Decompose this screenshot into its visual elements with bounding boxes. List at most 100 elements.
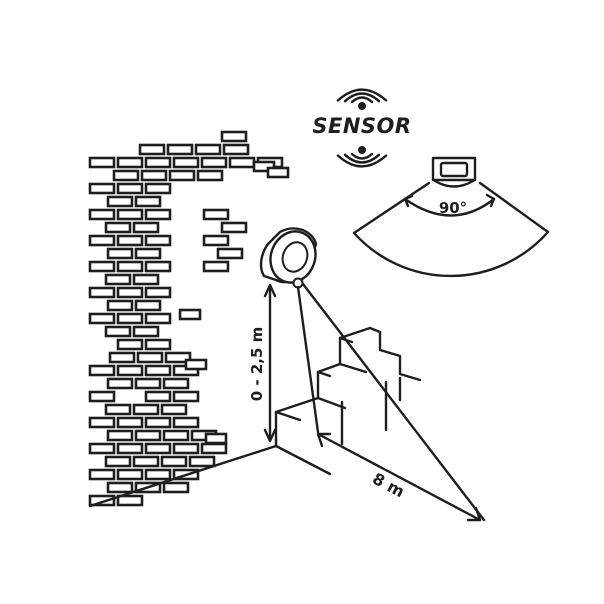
floor-corner-line — [88, 444, 332, 508]
wave-top-1 — [350, 96, 374, 104]
brick — [88, 312, 116, 325]
brick — [106, 299, 134, 312]
brick — [200, 442, 228, 455]
brick — [188, 455, 216, 468]
brick — [202, 234, 230, 247]
brick — [104, 273, 132, 286]
brick — [134, 299, 162, 312]
brick — [132, 455, 160, 468]
brick — [228, 156, 256, 169]
distance-arrow-end — [466, 506, 482, 522]
brick — [132, 273, 160, 286]
distance-label: 8 m — [369, 469, 407, 501]
brick — [88, 156, 116, 169]
brick — [106, 429, 134, 442]
height-arrow-top — [263, 283, 277, 298]
brick — [106, 195, 134, 208]
wave-bottom-1 — [350, 152, 374, 160]
signal-waves-icon — [336, 88, 388, 168]
brick — [116, 416, 144, 429]
brick — [162, 481, 190, 494]
brick — [160, 403, 188, 416]
brick — [116, 156, 144, 169]
angle-label: 90° — [439, 199, 467, 217]
brick-wall — [88, 130, 290, 507]
brick — [140, 169, 168, 182]
brick — [116, 182, 144, 195]
brick — [220, 221, 248, 234]
brick — [134, 429, 162, 442]
brick — [162, 377, 190, 390]
brick — [88, 208, 116, 221]
brick — [134, 247, 162, 260]
height-label: 0 - 2,5 m — [248, 327, 266, 402]
brick — [144, 208, 172, 221]
brick — [144, 338, 172, 351]
brick — [88, 390, 116, 403]
brick — [116, 442, 144, 455]
angle-arrow-right — [485, 193, 496, 208]
brick — [132, 403, 160, 416]
brick — [88, 234, 116, 247]
distance-dimension-line — [316, 432, 482, 522]
wave-bottom-2 — [343, 153, 381, 164]
wave-dot-top — [358, 102, 366, 110]
wave-top-3 — [336, 88, 388, 102]
sensor-label: SENSOR — [312, 114, 411, 138]
brick — [184, 358, 208, 371]
brick — [132, 221, 160, 234]
brick — [144, 468, 172, 481]
brick — [144, 286, 172, 299]
brick — [116, 234, 144, 247]
brick — [136, 351, 164, 364]
brick — [200, 156, 228, 169]
brick — [172, 416, 200, 429]
brick — [172, 390, 200, 403]
brick — [144, 312, 172, 325]
brick — [134, 377, 162, 390]
angle-arrow-left — [403, 194, 414, 208]
brick — [144, 416, 172, 429]
brick — [162, 429, 190, 442]
brick — [138, 143, 166, 156]
brick — [88, 260, 116, 273]
brick — [116, 312, 144, 325]
brick — [88, 468, 116, 481]
brick — [196, 169, 224, 182]
stairs — [274, 326, 422, 448]
brick — [116, 208, 144, 221]
brick — [106, 377, 134, 390]
brick — [144, 182, 172, 195]
brick — [88, 286, 116, 299]
brick — [202, 260, 230, 273]
wave-dot-bottom — [358, 146, 366, 154]
brick — [112, 169, 140, 182]
brick — [104, 221, 132, 234]
distance-arrow-start — [316, 432, 332, 448]
brick — [144, 390, 172, 403]
beam-upper — [301, 282, 486, 522]
brick — [204, 432, 228, 445]
brick — [116, 364, 144, 377]
brick — [132, 325, 160, 338]
brick — [172, 156, 200, 169]
brick — [144, 156, 172, 169]
brick — [104, 403, 132, 416]
brick — [222, 143, 250, 156]
brick — [220, 130, 248, 143]
detection-fan — [352, 181, 550, 278]
brick — [216, 247, 244, 260]
brick — [252, 160, 276, 173]
brick — [116, 494, 144, 507]
brick — [116, 286, 144, 299]
brick — [144, 442, 172, 455]
height-arrow-bottom — [263, 428, 277, 443]
motion-sensor-icon — [431, 156, 477, 188]
wall-lamp-icon — [259, 227, 318, 289]
wave-bottom-3 — [336, 154, 388, 168]
brick — [144, 260, 172, 273]
angle-arc — [403, 197, 496, 217]
brick — [104, 325, 132, 338]
brick — [166, 143, 194, 156]
brick — [106, 481, 134, 494]
